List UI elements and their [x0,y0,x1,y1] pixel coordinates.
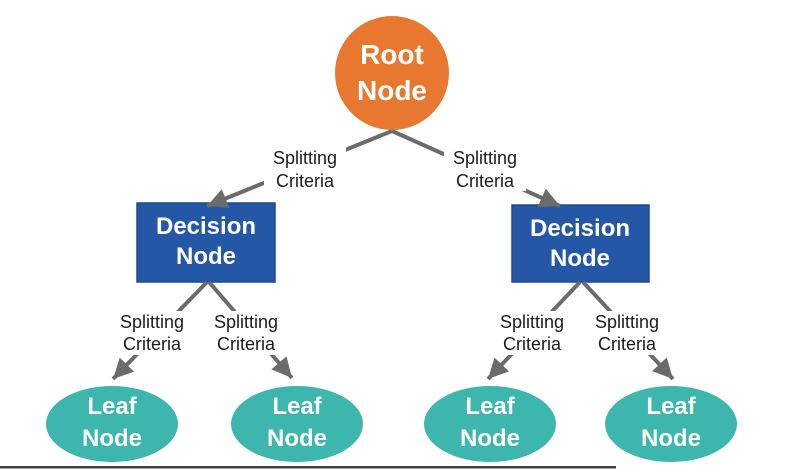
decision-node-left-label-line2: Node [176,243,236,270]
edge-label-lower-right-1: Splitting Criteria [491,311,573,355]
edge-label-bg [111,311,193,355]
leaf-node-4-label-line2: Node [641,425,701,452]
bottom-rule [0,466,616,469]
leaf-node-3-label-line2: Node [460,425,520,452]
root-node [335,16,449,130]
leaf-node-2-label-line2: Node [267,425,327,452]
edge-label-line2: Criteria [217,334,276,354]
decision-node-right [511,204,650,283]
edge-label-bg [264,147,346,191]
edge-label-line2: Criteria [123,334,182,354]
edge-label-line1: Splitting [214,312,278,332]
leaf-node-4-label-line1: Leaf [646,393,696,420]
edge-label-line2: Criteria [503,334,562,354]
edge-label-bg [205,311,287,355]
decision-node-right-label-line2: Node [550,245,610,272]
edge-label-bg [586,311,668,355]
leaf-node-2-label-line1: Leaf [272,393,322,420]
decision-node-right-label-line1: Decision [530,215,630,242]
edge-label-lower-left-1: Splitting Criteria [111,311,193,355]
root-node-label-line1: Root [360,39,424,70]
edge-label-bg [491,311,573,355]
edge-label-line1: Splitting [500,312,564,332]
leaf-node-1 [46,386,178,462]
root-node-label-line2: Node [357,75,427,106]
edge-label-upper-right: Splitting Criteria [444,147,526,191]
leaf-node-3 [424,386,556,462]
leaf-node-2 [231,386,363,462]
edge-label-line1: Splitting [273,148,337,168]
leaf-node-4 [605,386,737,462]
edge-label-line1: Splitting [453,148,517,168]
leaf-node-1-label-line1: Leaf [87,393,137,420]
edge-label-lower-right-2: Splitting Criteria [586,311,668,355]
decision-node-left [136,202,276,283]
leaf-node-3-label-line1: Leaf [465,393,515,420]
leaf-node-1-label-line2: Node [82,425,142,452]
edge-label-upper-left: Splitting Criteria [264,147,346,191]
edge-label-line2: Criteria [456,171,515,191]
edge-label-line1: Splitting [595,312,659,332]
edge-label-bg [444,147,526,191]
decision-node-left-label-line1: Decision [156,213,256,240]
edge-label-lower-left-2: Splitting Criteria [205,311,287,355]
edge-label-line2: Criteria [598,334,657,354]
edge-label-line2: Criteria [276,171,335,191]
edge-label-line1: Splitting [120,312,184,332]
